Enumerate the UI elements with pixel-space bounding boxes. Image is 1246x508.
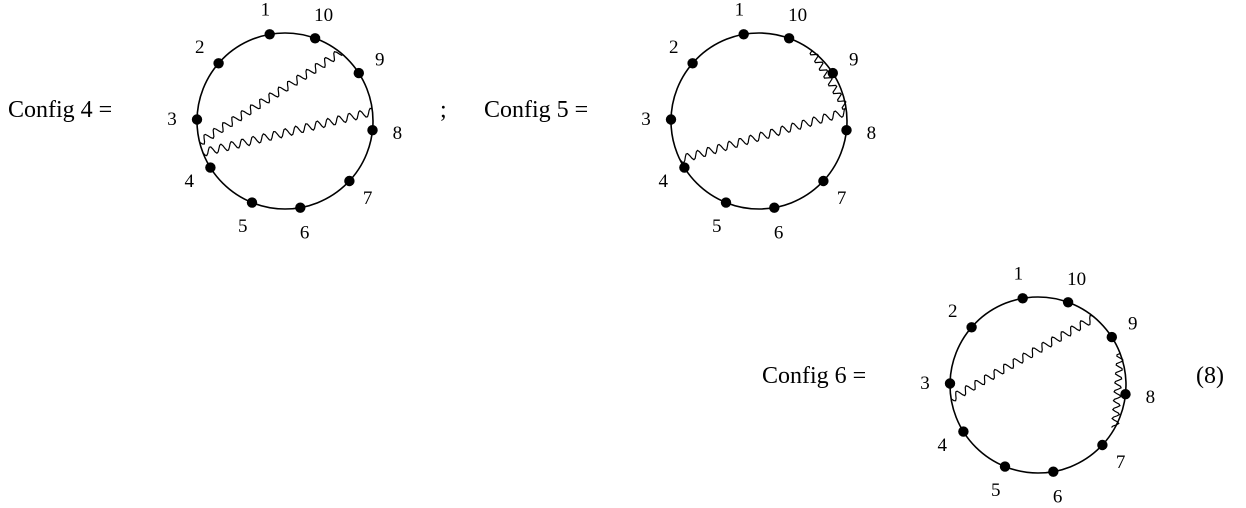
vertex-dot-3 (191, 114, 203, 125)
vertex-label-5: 5 (238, 216, 248, 237)
vertex-dot-7 (818, 175, 829, 187)
vertex-label-4: 4 (184, 171, 194, 192)
vertex-dot-6 (1048, 466, 1059, 477)
vertex-label-2: 2 (669, 37, 679, 58)
vertex-label-8: 8 (1146, 387, 1156, 408)
vertex-label-3: 3 (920, 373, 930, 394)
vertex-dot-2 (213, 58, 224, 69)
vertex-label-2: 2 (195, 37, 205, 58)
vertex-dot-1 (738, 29, 749, 40)
vertex-label-6: 6 (300, 222, 310, 243)
vertex-dot-6 (295, 202, 306, 213)
vertex-dot-3 (665, 114, 677, 125)
vertex-label-4: 4 (937, 435, 947, 456)
config-4-label: Config 4 = (8, 97, 113, 123)
vertex-label-1: 1 (735, 0, 745, 21)
vertex-dot-8 (367, 125, 378, 136)
vertex-dot-4 (205, 162, 216, 173)
vertex-label-10: 10 (1067, 269, 1086, 290)
propagator-line-1 (199, 50, 343, 145)
vertex-dot-8 (1120, 389, 1131, 400)
vertex-dot-1 (264, 29, 275, 40)
vertex-label-6: 6 (774, 222, 784, 243)
propagator-line-1 (679, 107, 846, 164)
vertex-label-1: 1 (1014, 264, 1024, 285)
vertex-dot-5 (999, 461, 1011, 472)
vertex-dot-9 (353, 67, 364, 79)
vertex-label-10: 10 (788, 5, 807, 26)
equation-number: (8) (1196, 363, 1224, 389)
propagator-line-2 (202, 107, 372, 157)
vertex-dot-2 (687, 58, 698, 69)
vertex-label-8: 8 (867, 123, 877, 144)
vertex-label-7: 7 (837, 188, 847, 209)
propagator-line-1 (950, 314, 1095, 402)
vertex-dot-4 (679, 162, 690, 173)
vertex-label-9: 9 (1128, 314, 1138, 335)
vertex-label-9: 9 (375, 50, 385, 71)
vertex-dot-4 (958, 426, 969, 437)
vertex-dot-5 (246, 197, 258, 208)
vertex-dot-10 (309, 33, 321, 44)
config-6-label: Config 6 = (762, 363, 867, 389)
vertex-label-2: 2 (948, 301, 958, 322)
vertex-label-4: 4 (658, 171, 668, 192)
vertex-label-7: 7 (363, 188, 373, 209)
vertex-dot-1 (1017, 293, 1028, 304)
vertex-label-6: 6 (1053, 486, 1063, 507)
vertex-label-5: 5 (712, 216, 722, 237)
config-5-label: Config 5 = (484, 97, 589, 123)
vertex-dot-8 (841, 125, 852, 136)
vertex-label-9: 9 (849, 50, 859, 71)
vertex-label-8: 8 (393, 123, 403, 144)
vertex-dot-7 (1097, 439, 1108, 451)
vertex-dot-5 (720, 197, 732, 208)
vertex-dot-6 (769, 202, 780, 213)
vertex-dot-10 (783, 33, 795, 44)
propagator-line-2 (1111, 352, 1124, 428)
vertex-label-1: 1 (261, 0, 271, 21)
vertex-dot-2 (966, 322, 977, 333)
vertex-label-7: 7 (1116, 452, 1126, 473)
vertex-label-3: 3 (167, 109, 177, 130)
vertex-dot-3 (944, 378, 956, 389)
propagator-line-2 (809, 50, 847, 110)
vertex-label-3: 3 (641, 109, 651, 130)
vertex-dot-9 (827, 67, 838, 79)
separator: ; (440, 97, 447, 123)
vertex-label-5: 5 (991, 480, 1001, 501)
vertex-dot-9 (1106, 331, 1118, 343)
vertex-label-10: 10 (314, 5, 333, 26)
vertex-dot-10 (1062, 297, 1074, 308)
vertex-dot-7 (344, 175, 355, 187)
